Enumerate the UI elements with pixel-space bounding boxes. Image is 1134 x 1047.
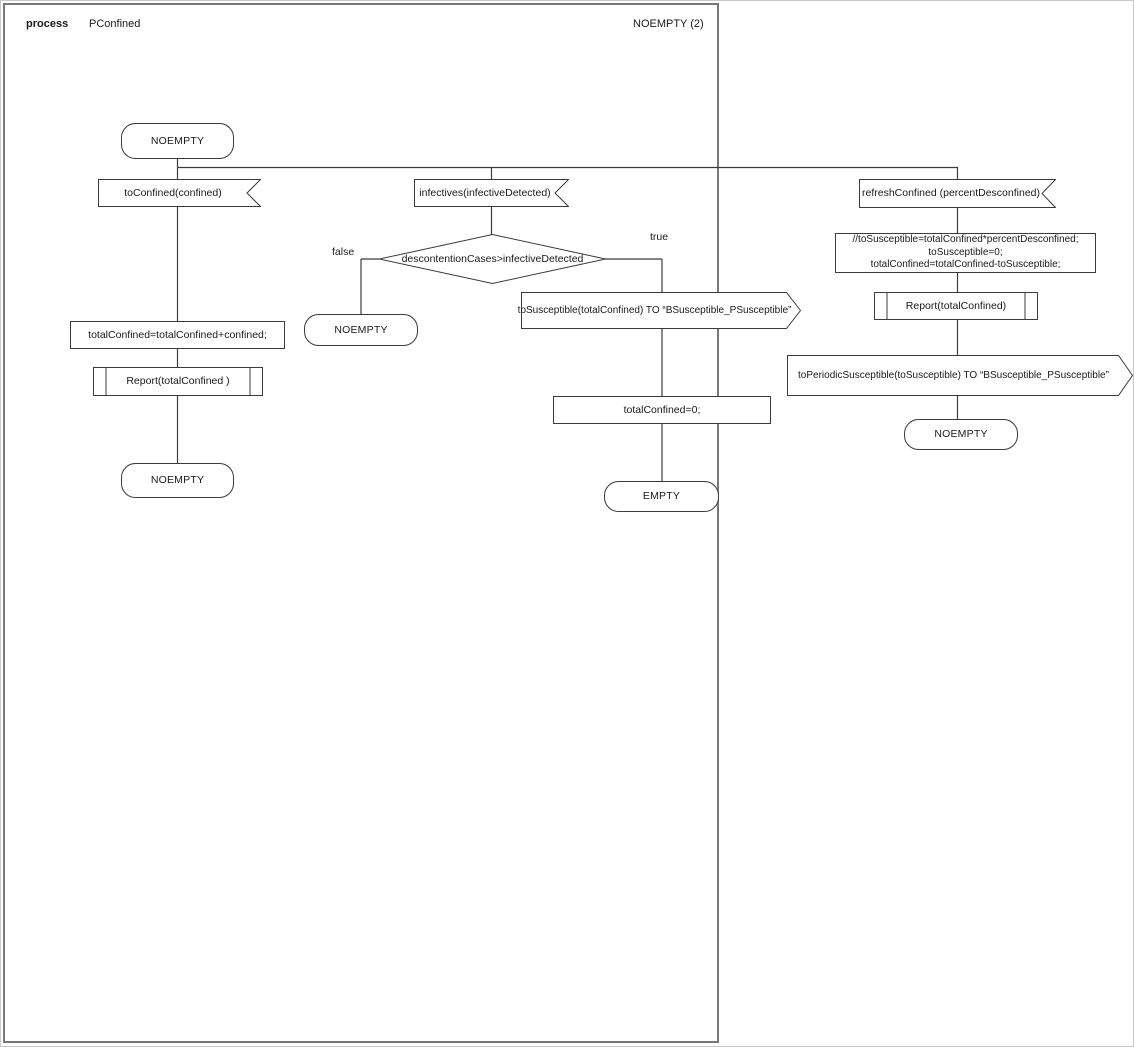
state-label: NOEMPTY <box>334 323 388 336</box>
procedure-label: Report(totalConfined ) <box>126 375 230 388</box>
decision-descontention-cases[interactable]: descontentionCases>infectiveDetected <box>379 234 606 284</box>
task-label: totalConfined=0; <box>623 403 701 416</box>
state-label: NOEMPTY <box>150 474 205 487</box>
state-noempty-after-report[interactable]: NOEMPTY <box>121 463 234 498</box>
input-label: infectives(infectiveDetected) <box>419 186 551 199</box>
procedure-call-report-left[interactable]: Report(totalConfined ) <box>93 367 263 396</box>
input-signal-refreshconfined[interactable]: refreshConfined (percentDesconfined) <box>859 179 1056 208</box>
input-signal-toconfined[interactable]: toConfined(confined) <box>98 179 261 207</box>
decision-false-label: false <box>332 246 355 258</box>
page-state-label: NOEMPTY (2) <box>633 18 704 30</box>
state-noempty-after-periodic[interactable]: NOEMPTY <box>904 419 1018 450</box>
procedure-label: Report(totalConfined) <box>905 299 1007 312</box>
decision-true-label: true <box>650 231 669 243</box>
output-label: toPeriodicSusceptible(toSusceptible) TO … <box>798 369 1109 381</box>
output-signal-toperiodicsusceptible[interactable]: toPeriodicSusceptible(toSusceptible) TO … <box>787 355 1133 396</box>
task-refresh-confined[interactable]: //toSusceptible=totalConfined*percentDes… <box>835 233 1096 273</box>
input-signal-infectives[interactable]: infectives(infectiveDetected) <box>414 179 569 207</box>
task-label: //toSusceptible=totalConfined*percentDes… <box>853 234 1079 272</box>
state-label: NOEMPTY <box>934 428 988 441</box>
task-label: totalConfined=totalConfined+confined; <box>88 328 267 341</box>
process-name: PConfined <box>89 18 141 30</box>
state-empty[interactable]: EMPTY <box>604 481 719 512</box>
state-label: NOEMPTY <box>150 134 205 147</box>
task-line: toSusceptible=0; <box>928 246 1003 258</box>
state-noempty-start[interactable]: NOEMPTY <box>121 123 234 159</box>
procedure-call-report-right[interactable]: Report(totalConfined) <box>874 292 1038 320</box>
output-signal-tosusceptible[interactable]: toSusceptible(totalConfined) TO “BSuscep… <box>518 292 801 329</box>
output-label: toSusceptible(totalConfined) TO “BSuscep… <box>517 304 792 316</box>
process-frame <box>3 3 719 1043</box>
state-noempty-false-branch[interactable]: NOEMPTY <box>304 314 418 346</box>
state-label: EMPTY <box>642 490 681 503</box>
task-line: totalConfined=totalConfined-toSusceptibl… <box>870 259 1061 271</box>
task-line: //toSusceptible=totalConfined*percentDes… <box>852 234 1079 246</box>
process-kind-label: process <box>26 18 69 30</box>
input-label: toConfined(confined) <box>124 186 222 199</box>
task-accumulate-confined[interactable]: totalConfined=totalConfined+confined; <box>70 321 285 349</box>
decision-label: descontentionCases>infectiveDetected <box>401 252 584 265</box>
task-reset-totalconfined[interactable]: totalConfined=0; <box>553 396 771 424</box>
input-label: refreshConfined (percentDesconfined) <box>861 187 1040 200</box>
